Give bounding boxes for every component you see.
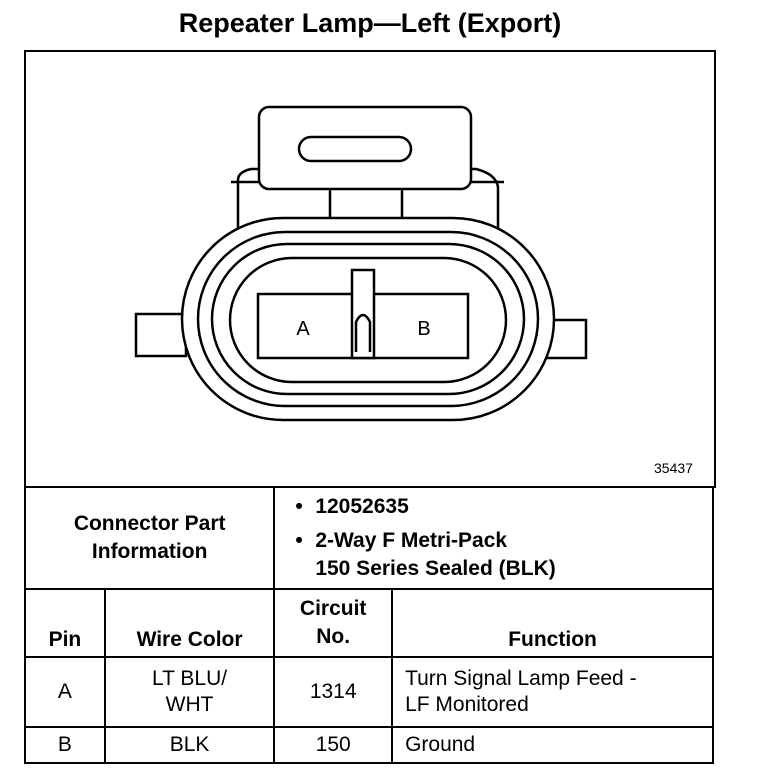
- header-circuit-line2: No.: [316, 625, 351, 648]
- connector-type-line1: 2-Way F Metri-Pack: [315, 529, 508, 552]
- part-number: 12052635: [315, 495, 409, 518]
- function-line2: LF Monitored: [405, 693, 529, 716]
- header-function: Function: [391, 588, 714, 658]
- connector-type-line2: 150 Series Sealed (BLK): [315, 557, 556, 580]
- wire-color-line2: WHT: [165, 693, 214, 716]
- pin-label-b: B: [417, 318, 430, 340]
- seal-ring-outer: [196, 230, 540, 408]
- pin-label-a: A: [296, 318, 310, 340]
- connector-part-info-cell: • 12052635 • 2-Way F Metri-Pack 150 Seri…: [273, 486, 714, 590]
- diagram-title: Repeater Lamp—Left (Export): [178, 8, 562, 38]
- connector-part-label-line2: Information: [91, 540, 208, 563]
- bullet-icon: •: [295, 529, 303, 552]
- function-cell: Ground: [391, 726, 714, 764]
- table-row: B BLK 150 Ground: [24, 726, 714, 764]
- left-side-tab: [134, 312, 188, 358]
- function-line1: Turn Signal Lamp Feed -: [405, 667, 637, 690]
- table-header-row: Pin Wire Color Circuit No. Function: [24, 588, 714, 658]
- wire-color-cell: LT BLU/ WHT: [103, 656, 276, 728]
- connector-face-drawing: A B: [134, 105, 588, 422]
- circuit-cell: 1314: [273, 656, 394, 728]
- circuit-cell: 150: [273, 726, 394, 764]
- connector-diagram-panel: A B 35437: [24, 50, 716, 488]
- bullet-icon: •: [295, 495, 303, 518]
- connector-info-row: Connector Part Information • 12052635 • …: [23, 486, 714, 590]
- pin-cell: B: [24, 726, 106, 764]
- latch-slot: [297, 135, 413, 163]
- locking-latch: [257, 105, 473, 191]
- connector-part-label-cell: Connector Part Information: [23, 486, 276, 590]
- connector-part-label-line1: Connector Part: [73, 512, 226, 535]
- function-cell: Turn Signal Lamp Feed - LF Monitored: [391, 656, 714, 728]
- header-circuit-line1: Circuit: [299, 597, 367, 620]
- wire-color-line1: LT BLU/: [152, 667, 228, 690]
- pin-cell: A: [24, 656, 106, 728]
- latch-stem: [328, 182, 404, 224]
- connector-pinout-table: Connector Part Information • 12052635 • …: [23, 486, 714, 764]
- table-row: A LT BLU/ WHT 1314 Turn Signal Lamp Feed…: [24, 656, 714, 728]
- figure-number: 35437: [654, 460, 693, 476]
- header-circuit-no: Circuit No.: [273, 588, 394, 658]
- part-number-item: • 12052635: [295, 493, 712, 521]
- connector-type-item: • 2-Way F Metri-Pack: [295, 527, 712, 555]
- header-wire-color: Wire Color: [103, 588, 276, 658]
- seal-ring-inner: [228, 256, 508, 384]
- seal-ring-middle: [210, 242, 526, 396]
- header-pin: Pin: [24, 588, 106, 658]
- wire-color-cell: BLK: [103, 726, 276, 764]
